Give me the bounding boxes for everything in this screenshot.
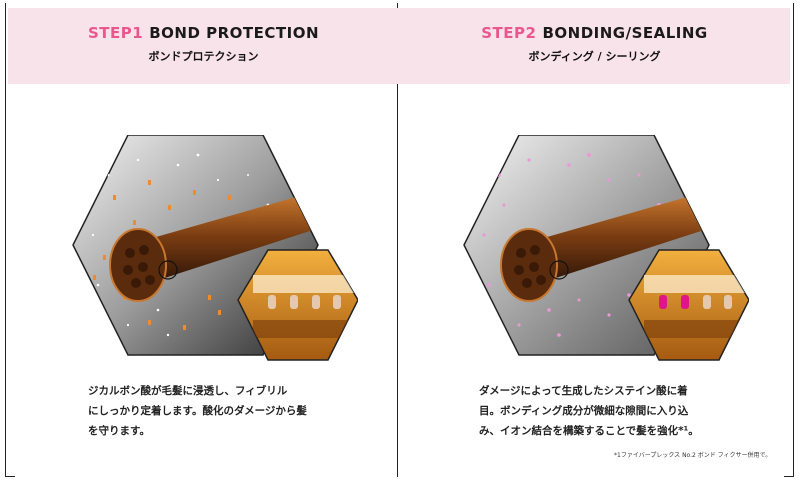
step2-panel: STEP2 BONDING/SEALING ボンディング / シーリング xyxy=(399,8,790,474)
frame-right-edge xyxy=(793,3,794,477)
step1-panel: STEP1 BOND PROTECTION ボンドプロテクション xyxy=(8,8,399,474)
step2-description-line: ダメージによって生成したシステイン酸に着 xyxy=(479,385,688,397)
step2-fiber-end xyxy=(500,228,558,302)
step2-subtitle: ボンディング / シーリング xyxy=(528,50,661,63)
step2-particles xyxy=(482,153,704,337)
step2-title: BONDING/SEALING xyxy=(542,24,708,42)
step2-description-line: み、イオン結合を構築することで髪を強化*¹。 xyxy=(479,425,699,437)
step1-title: BOND PROTECTION xyxy=(149,24,320,42)
step2-description: ダメージによって生成したシステイン酸に着 目。ボンディング成分が微細な隙間に入り… xyxy=(479,381,749,441)
step2-header: STEP2 BONDING/SEALING ボンディング / シーリング xyxy=(399,8,790,84)
step2-illustration xyxy=(463,135,749,361)
step2-number: STEP2 xyxy=(481,24,537,42)
frame-left-edge xyxy=(5,3,6,477)
step2-heading: STEP2 BONDING/SEALING xyxy=(399,24,790,42)
step1-description-line: ジカルボン酸が毛髪に浸透し、フィブリル xyxy=(88,385,288,397)
step1-fiber xyxy=(128,195,313,285)
step1-number: STEP1 xyxy=(87,24,144,42)
step1-heading: STEP1 BOND PROTECTION xyxy=(8,24,399,42)
step1-illustration xyxy=(72,135,358,361)
panel-divider xyxy=(397,3,398,477)
step1-subtitle: ボンドプロテクション xyxy=(148,50,259,63)
frame-corner-br xyxy=(784,476,794,477)
step1-fiber-end xyxy=(109,228,167,302)
footnote: *1ファイバープレックス No.2 ボンド フィクサー併用で。 xyxy=(614,452,772,459)
frame-corner-bl xyxy=(5,476,15,477)
step2-fiber xyxy=(519,195,704,285)
step1-description: ジカルボン酸が毛髪に浸透し、フィブリル にしっかり定着します。酸化のダメージから… xyxy=(88,381,358,441)
step2-zoom-circle xyxy=(549,260,569,280)
step1-description-line: にしっかり定着します。酸化のダメージから髪 xyxy=(88,405,307,417)
step1-particles xyxy=(91,153,313,337)
step1-zoom-circle xyxy=(158,260,178,280)
step2-description-line: 目。ボンディング成分が微細な隙間に入り込 xyxy=(479,405,689,417)
step1-header: STEP1 BOND PROTECTION ボンドプロテクション xyxy=(8,8,399,84)
step1-description-line: を守ります。 xyxy=(88,425,150,437)
page-frame xyxy=(5,3,794,477)
